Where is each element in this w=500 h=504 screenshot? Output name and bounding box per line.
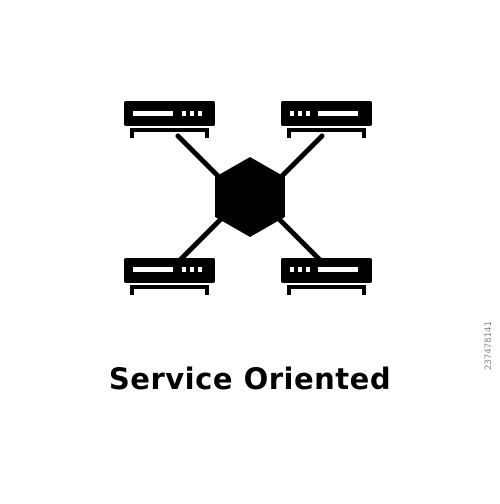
connector-bottom-left: [175, 215, 225, 265]
connector-lines: [175, 133, 325, 265]
stock-id-label: 237478141: [484, 321, 494, 370]
server-top-left-icon: [124, 101, 215, 138]
server-top-right-icon: [281, 101, 372, 138]
icon-caption: Service Oriented: [108, 362, 392, 396]
connector-bottom-right: [275, 215, 325, 265]
connector-top-left: [175, 133, 225, 183]
server-bottom-left-icon: [124, 258, 215, 295]
server-bottom-right-icon: [281, 258, 372, 295]
hub-hexagon-icon: [215, 157, 285, 237]
connector-top-right: [275, 133, 325, 183]
